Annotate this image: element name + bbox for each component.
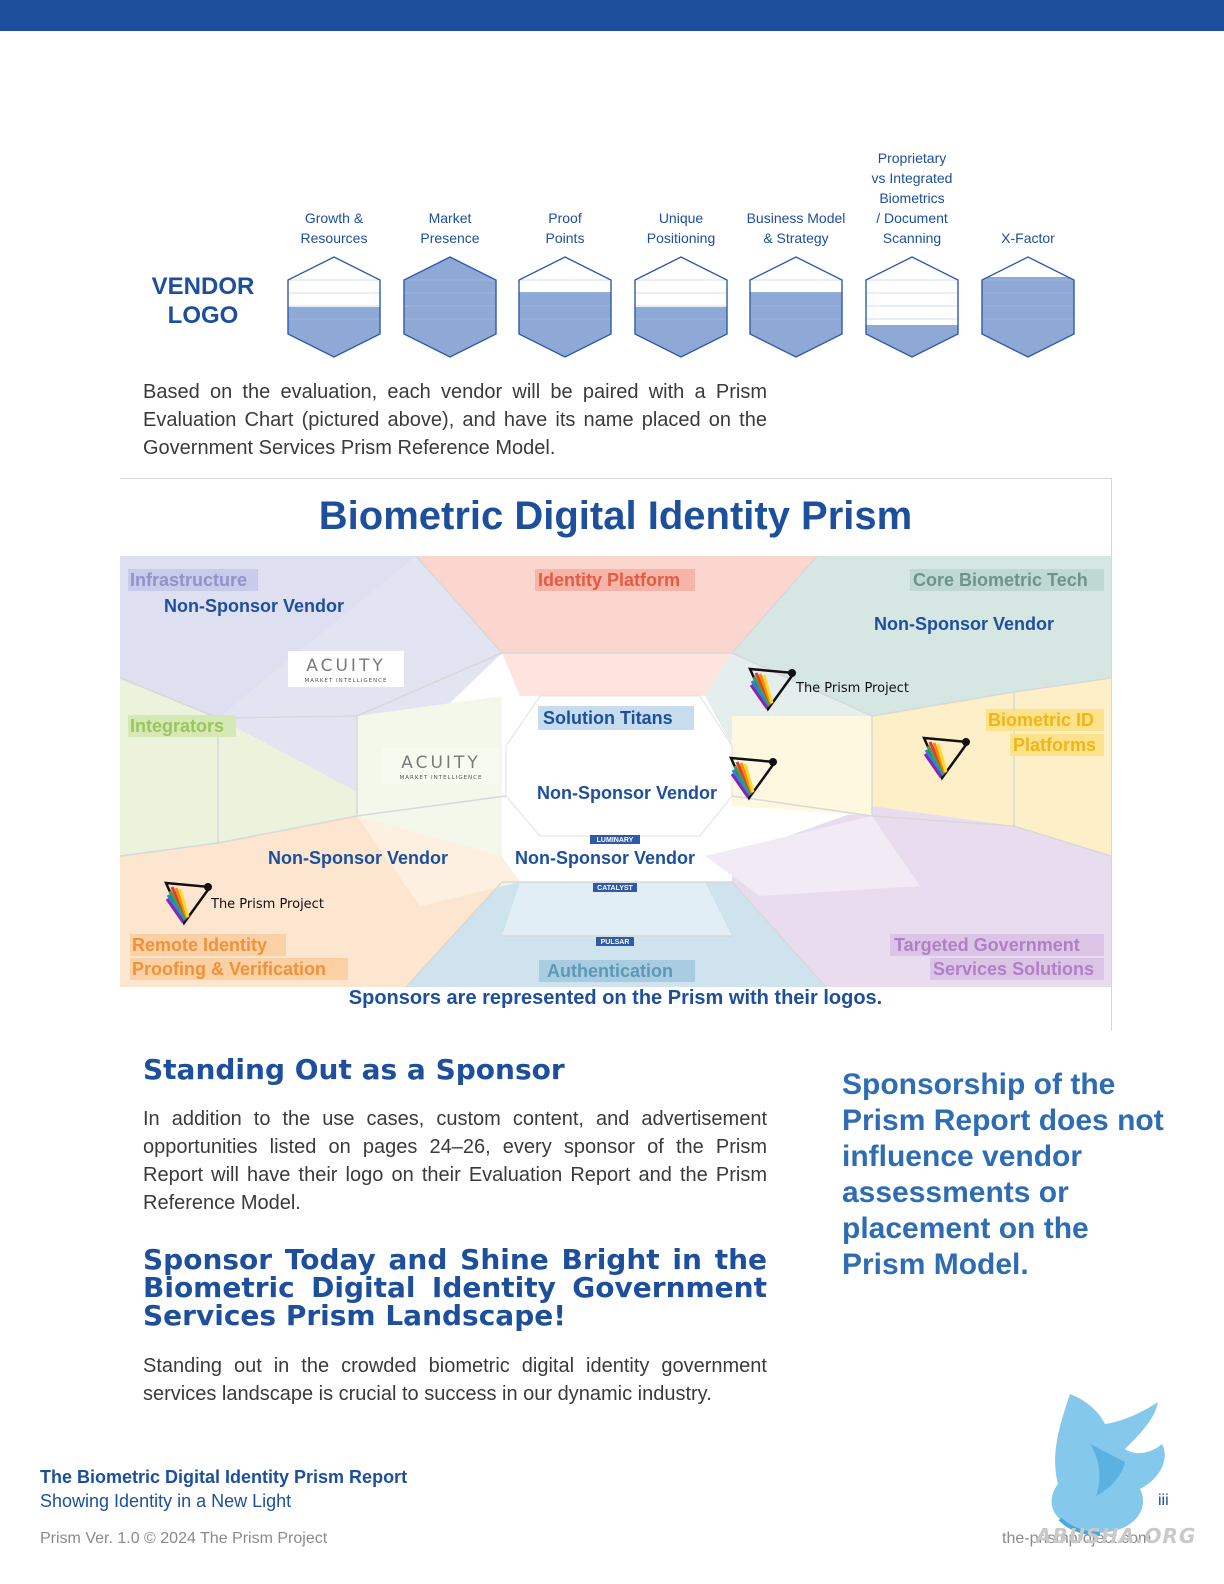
heading-sponsor-today-line1: Sponsor Today and Shine Bright in the [143,1243,767,1276]
criterion-label-line: X-Factor [1001,230,1055,246]
criterion-label-line: vs Integrated [871,170,953,186]
prism-diagram: Infrastructure Identity Platform Core Bi… [120,556,1111,987]
label-remote-identity-1: Remote Identity [132,935,267,955]
top-bar [0,0,1224,31]
criterion-fill [982,277,1074,357]
svg-text:The Prism Project: The Prism Project [210,897,324,912]
criterion-hexagon [981,256,1075,358]
label-core-biometric: Core Biometric Tech [913,570,1088,590]
sector-core-biometric [732,556,1111,716]
acuity-logo: ACUITY MARKET INTELLIGENCE [288,651,404,687]
label-targeted-gov-1: Targeted Government [894,935,1080,955]
criterion-hexagon [634,256,728,358]
prism-caption: Sponsors are represented on the Prism wi… [348,987,883,1009]
prism-project-logo: The Prism Project [164,881,324,925]
label-biometric-id-2: Platforms [1013,735,1096,755]
label-biometric-id-1: Biometric ID [988,710,1094,730]
prism-project-logo: The Prism Project [748,667,909,711]
vendor-authentication: Non-Sponsor Vendor [515,848,695,868]
svg-text:ACUITY: ACUITY [401,753,480,773]
svg-text:ACUITY: ACUITY [306,656,385,676]
watermark: ABUSHA.ORG [1036,1524,1197,1548]
criterion-label-line: Business Model [746,210,846,226]
criterion-hexagon [865,256,959,358]
criterion-fill [404,257,496,357]
criterion-label-line: Biometrics [879,190,945,206]
heading-sponsor-today-line2: Biometric Digital Identity Government [143,1271,767,1304]
criterion-label-line: Unique [658,210,704,226]
heading-standing-out: Standing Out as a Sponsor [143,1053,565,1086]
label-solution-titans: Solution Titans [543,708,673,728]
tier-pulsar: PULSAR [601,939,630,946]
criterion-fill [519,292,611,357]
prism-frame [120,478,1112,1031]
criterion-hexagon [287,256,381,358]
prism-title: Biometric Digital Identity Prism [318,494,913,538]
evaluation-description: Based on the evaluation, each vendor wil… [143,381,767,459]
paragraph-standing-out: In addition to the use cases, custom con… [143,1108,767,1214]
footer-tagline: Showing Identity in a New Light [40,1491,292,1511]
label-targeted-gov-2: Services Solutions [933,959,1094,979]
criterion-fill [635,307,727,357]
label-identity-platform: Identity Platform [538,570,680,590]
vendor-logo-line2: LOGO [167,302,239,329]
vendor-logo-placeholder: VENDOR LOGO [148,272,258,330]
criterion-fill [750,292,842,357]
paragraph-sponsor-today: Standing out in the crowded biometric di… [143,1355,767,1405]
heading-sponsor-today-line3: Services Prism Landscape! [143,1299,567,1332]
criterion-label-line: Market [428,210,472,226]
label-authentication: Authentication [547,961,673,981]
footer-copyright: Prism Ver. 1.0 © 2024 The Prism Project [40,1530,328,1547]
criterion-label-line: Growth & [304,210,364,226]
sector-identity-platform [416,556,817,653]
label-infrastructure: Infrastructure [130,570,247,590]
tier-catalyst: CATALYST [597,885,633,892]
label-integrators: Integrators [130,716,224,736]
criterion-label-line: Proprietary [877,150,947,166]
page-number: iii [1158,1492,1169,1509]
svg-text:The Prism Project: The Prism Project [795,681,909,696]
criterion-label-line: Points [545,230,585,246]
acuity-logo: ACUITY MARKET INTELLIGENCE [382,748,500,784]
criterion-label: X-Factor [970,228,1086,248]
footer-url[interactable]: the-prismproject.com [1002,1530,1152,1547]
griffin-icon [1051,1394,1165,1536]
svg-text:MARKET INTELLIGENCE: MARKET INTELLIGENCE [304,678,387,684]
criterion-hexagon [518,256,612,358]
criterion-label: Business Model & Strategy [738,208,854,248]
sector-solution-titans [505,695,733,837]
criterion-label-line: Resources [300,230,368,246]
criterion-hexagon [749,256,843,358]
vendor-core-biometric: Non-Sponsor Vendor [874,614,1054,634]
criterion-label: Growth & Resources [276,208,392,248]
criterion-label-line: Positioning [646,230,716,246]
criterion-label-line: Presence [420,230,480,246]
tier-luminary: LUMINARY [597,837,634,844]
criterion-hexagon [403,256,497,358]
label-remote-identity-2: Proofing & Verification [132,959,326,979]
vendor-logo-line1: VENDOR [151,273,255,300]
criterion-fill [288,307,380,357]
criterion-label-line: / Document [876,210,948,226]
sidebar-quote: Sponsorship of the Prism Report does not… [842,1068,1164,1281]
criterion-label-line: Scanning [882,230,942,246]
heading-sponsor-today: Sponsor Today and Shine Bright in the Bi… [143,1246,767,1330]
vendor-remote-identity: Non-Sponsor Vendor [268,848,448,868]
svg-text:MARKET INTELLIGENCE: MARKET INTELLIGENCE [399,775,482,781]
vendor-infrastructure: Non-Sponsor Vendor [164,596,344,616]
criterion-label-line: Proof [548,210,582,226]
footer-report-title: The Biometric Digital Identity Prism Rep… [40,1467,408,1487]
vendor-solution-titans: Non-Sponsor Vendor [537,783,717,803]
criterion-label-line: & Strategy [763,230,829,246]
